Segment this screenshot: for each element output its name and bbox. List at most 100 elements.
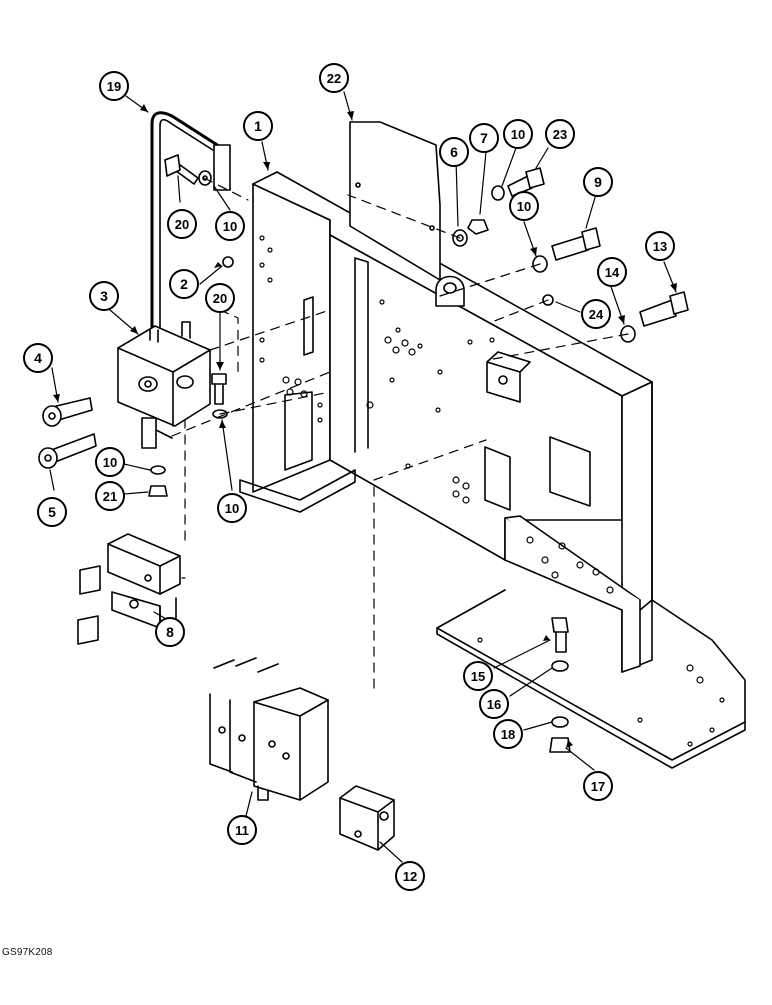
callout-11: 11 xyxy=(227,815,257,845)
bolt-20-vertical xyxy=(211,373,227,405)
callout-number: 19 xyxy=(107,79,121,94)
callout-22: 22 xyxy=(319,63,349,93)
bolt-23 xyxy=(507,167,545,197)
callout-2: 2 xyxy=(169,269,199,299)
callout-number: 2 xyxy=(180,276,188,292)
callout-circle xyxy=(597,257,627,287)
callout-number: 22 xyxy=(327,71,341,86)
callout-circle xyxy=(545,119,575,149)
callout-circle xyxy=(23,343,53,373)
callout-number: 10 xyxy=(223,219,237,234)
washer-10-left xyxy=(150,465,166,475)
callout-number: 11 xyxy=(235,823,249,838)
callout-circle xyxy=(469,123,499,153)
callout-number: 10 xyxy=(517,199,531,214)
assembly-lines xyxy=(171,177,629,689)
callout-circle xyxy=(37,497,67,527)
callout-circle xyxy=(583,771,613,801)
callout-20: 20 xyxy=(205,283,235,313)
callout-circle xyxy=(215,211,245,241)
callout-number: 10 xyxy=(225,501,239,516)
washer-10-upper-right xyxy=(491,185,505,201)
callout-circle xyxy=(89,281,119,311)
callout-number: 21 xyxy=(103,489,117,504)
callout-number: 20 xyxy=(213,291,227,306)
callout-circle xyxy=(167,209,197,239)
callout-number: 8 xyxy=(166,624,174,640)
callout-17: 17 xyxy=(583,771,613,801)
callout-number: 9 xyxy=(594,174,602,190)
callout-circle xyxy=(463,661,493,691)
callout-number: 1 xyxy=(254,118,262,134)
callout-6: 6 xyxy=(439,137,469,167)
nut-7 xyxy=(467,219,489,235)
callout-19: 19 xyxy=(99,71,129,101)
valve-block xyxy=(117,321,211,449)
callout-number: 3 xyxy=(100,288,108,304)
callout-circle xyxy=(581,299,611,329)
nut-21 xyxy=(148,485,168,497)
callout-number: 15 xyxy=(471,669,485,684)
callout-number: 4 xyxy=(34,350,42,366)
callout-circle xyxy=(95,481,125,511)
callout-15: 15 xyxy=(463,661,493,691)
leader-arrowheads xyxy=(53,104,677,748)
callout-5: 5 xyxy=(37,497,67,527)
callout-10: 10 xyxy=(503,119,533,149)
pipe xyxy=(150,111,231,342)
callout-number: 7 xyxy=(480,130,488,146)
callout-circle xyxy=(243,111,273,141)
callout-9: 9 xyxy=(583,167,613,197)
callout-1: 1 xyxy=(243,111,273,141)
callout-circle xyxy=(155,617,185,647)
callout-number: 20 xyxy=(175,217,189,232)
nut-2 xyxy=(222,256,234,268)
callout-number: 17 xyxy=(591,779,605,794)
callout-circle xyxy=(319,63,349,93)
callout-number: 5 xyxy=(48,504,56,520)
callout-10: 10 xyxy=(215,211,245,241)
screw-4 xyxy=(42,397,93,427)
callout-circle xyxy=(205,283,235,313)
callout-10: 10 xyxy=(217,493,247,523)
callout-number: 16 xyxy=(487,697,501,712)
callout-21: 21 xyxy=(95,481,125,511)
callout-16: 16 xyxy=(479,689,509,719)
screw-5 xyxy=(38,433,97,469)
bolt-9 xyxy=(551,227,601,261)
callout-circle xyxy=(645,231,675,261)
callout-number: 10 xyxy=(511,127,525,142)
callout-4: 4 xyxy=(23,343,53,373)
frame-holes xyxy=(259,235,725,747)
washer-16 xyxy=(551,660,569,672)
callout-number: 6 xyxy=(450,144,458,160)
nut-17 xyxy=(549,737,571,753)
callout-number: 13 xyxy=(653,239,667,254)
callout-circle xyxy=(583,167,613,197)
callout-number: 24 xyxy=(589,307,604,322)
cover-plate xyxy=(349,121,441,281)
callout-13: 13 xyxy=(645,231,675,261)
callout-14: 14 xyxy=(597,257,627,287)
callout-24: 24 xyxy=(581,299,611,329)
bolt-20-top xyxy=(164,154,199,185)
callout-circle xyxy=(493,719,523,749)
callout-circle xyxy=(217,493,247,523)
bolt-15 xyxy=(551,617,569,653)
callout-number: 10 xyxy=(103,455,117,470)
callout-8: 8 xyxy=(155,617,185,647)
control-valve-bank xyxy=(209,657,329,801)
spacer-block xyxy=(339,785,395,851)
callout-circle xyxy=(479,689,509,719)
callout-23: 23 xyxy=(545,119,575,149)
callout-10: 10 xyxy=(509,191,539,221)
callout-circle xyxy=(395,861,425,891)
callout-3: 3 xyxy=(89,281,119,311)
washer-18 xyxy=(551,716,569,728)
callout-7: 7 xyxy=(469,123,499,153)
callout-circle xyxy=(439,137,469,167)
bolt-13 xyxy=(639,291,689,327)
